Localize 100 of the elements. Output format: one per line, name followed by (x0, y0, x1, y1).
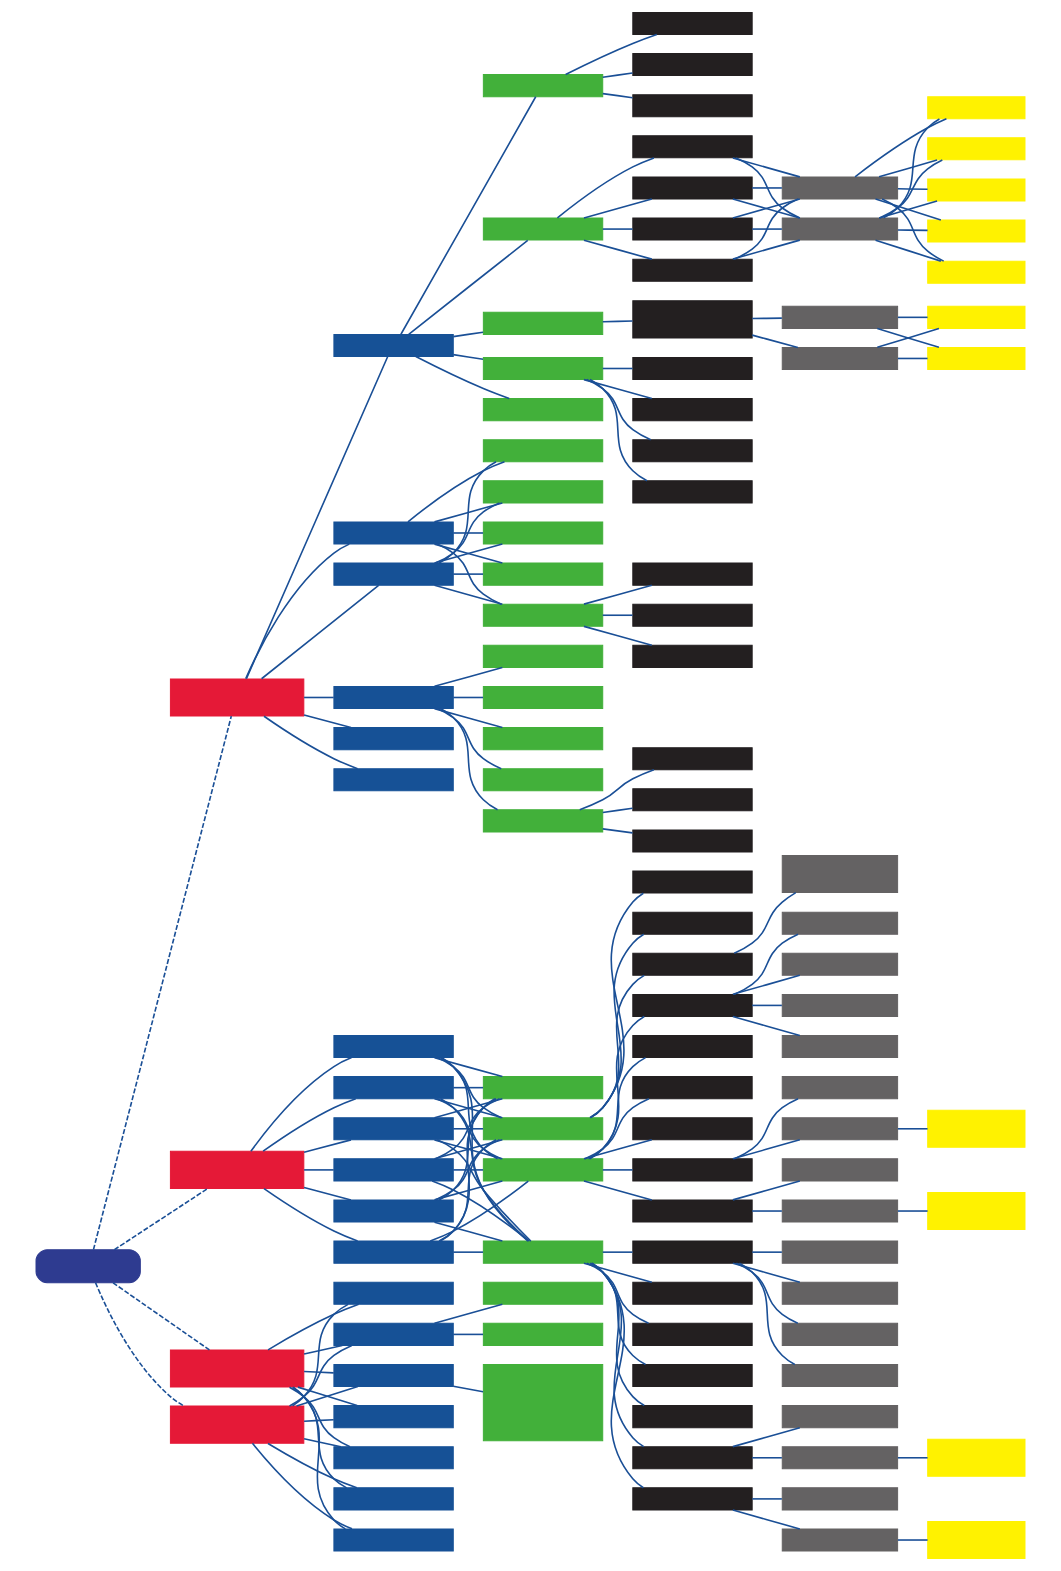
connector (601, 828, 634, 834)
connector (452, 331, 484, 338)
connector (438, 1097, 497, 1201)
node-box (927, 1520, 1026, 1560)
node-bar (632, 1076, 753, 1100)
connector (452, 1169, 484, 1171)
connector (438, 1139, 497, 1242)
node-box (482, 1364, 604, 1442)
node-box (781, 854, 899, 894)
connector (303, 1344, 344, 1355)
connector (751, 228, 783, 230)
node-bar (781, 176, 899, 200)
node-bar (482, 768, 604, 792)
connector (583, 1139, 653, 1160)
connector (590, 1262, 646, 1407)
node-bar (333, 1035, 454, 1059)
connector (751, 317, 783, 320)
connector (267, 1303, 360, 1351)
connector (439, 707, 499, 811)
connector (751, 1210, 783, 1212)
node-bar (781, 217, 899, 241)
connector (113, 1187, 209, 1251)
connector (601, 320, 634, 323)
connector (452, 532, 484, 534)
node-bar (781, 1446, 899, 1470)
connector (586, 1262, 650, 1325)
node-bar (927, 346, 1026, 370)
connector (260, 584, 380, 680)
node-bar (632, 1117, 753, 1141)
node-bar (482, 521, 604, 545)
node-bar (333, 1528, 454, 1552)
node-bar (333, 1076, 454, 1100)
connector (601, 1169, 634, 1171)
node-bar (927, 178, 1026, 202)
connector (897, 1210, 929, 1212)
connector (751, 1498, 783, 1500)
connector (452, 353, 484, 361)
connector (897, 1539, 929, 1541)
node-bar (781, 1158, 899, 1182)
connector (436, 543, 503, 605)
connector (751, 187, 783, 189)
node-box (169, 1349, 305, 1388)
node-bar (632, 1035, 753, 1059)
connector (303, 1139, 352, 1154)
connector (291, 1303, 349, 1407)
node-box (927, 1109, 1026, 1148)
node-bar (333, 1199, 454, 1223)
node-bar (781, 1240, 899, 1264)
node-box (927, 1191, 1026, 1231)
connector (751, 1251, 783, 1253)
node-bar (781, 1487, 899, 1511)
node-bar (482, 562, 604, 586)
connector (589, 1015, 646, 1160)
node-bar (632, 439, 753, 463)
connector (250, 1056, 353, 1153)
connector (452, 1251, 484, 1253)
node-bar (632, 94, 753, 118)
connector (732, 1509, 801, 1530)
connector (589, 1262, 647, 1366)
connector (590, 1262, 645, 1448)
node-bar (781, 952, 899, 976)
connector (292, 1386, 347, 1530)
connector (439, 1056, 499, 1160)
node-bar (482, 1240, 604, 1264)
connector (738, 1262, 796, 1366)
node-bar (482, 1281, 604, 1305)
connector (601, 1251, 634, 1253)
connector (732, 239, 801, 260)
connector (407, 461, 506, 523)
connector (436, 1139, 532, 1242)
connector (452, 1086, 484, 1089)
node-bar (482, 74, 604, 98)
connector (433, 666, 504, 688)
connector (897, 1456, 929, 1459)
node-bar (632, 870, 753, 894)
connector (732, 1139, 801, 1160)
connector (433, 1303, 504, 1325)
node-bar (482, 1158, 604, 1182)
connector (303, 1418, 335, 1423)
connector (585, 378, 652, 441)
connector (303, 1370, 335, 1374)
connector (732, 157, 801, 178)
connector (601, 367, 634, 370)
node-bar (632, 603, 753, 627)
connector (733, 891, 797, 955)
node-bar (632, 829, 753, 853)
node-bar (333, 685, 454, 709)
connector (897, 229, 929, 232)
connector (92, 715, 233, 1251)
connector (452, 1333, 484, 1336)
node-box (169, 1150, 305, 1189)
node-bar (632, 1158, 753, 1182)
connector (583, 239, 653, 260)
connector (433, 707, 504, 729)
connector (288, 1344, 353, 1407)
connector (303, 1438, 342, 1448)
connector (732, 974, 801, 996)
node-bar (482, 685, 604, 709)
connector (433, 584, 504, 605)
node-bar (333, 1487, 454, 1511)
